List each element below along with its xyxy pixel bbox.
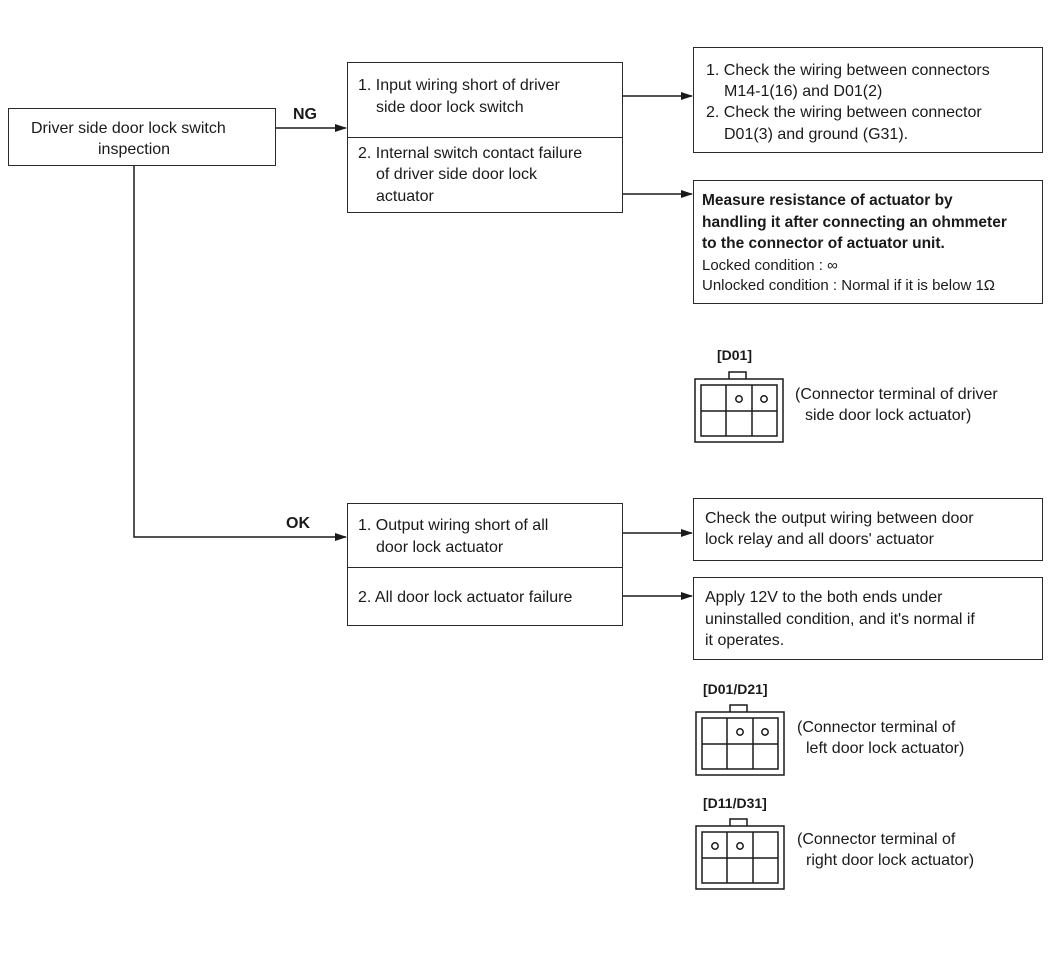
measure-line2: handling it after connecting an ohmmeter [702, 214, 1007, 231]
ok-check2-line2: uninstalled condition, and it's normal i… [705, 611, 975, 628]
ng-check2-line2: D01(3) and ground (G31). [724, 126, 909, 143]
ng-check1-line1: 1. Check the wiring between connectors [706, 62, 990, 79]
connector-d01-d21-desc-line1: (Connector terminal of [797, 719, 956, 736]
connector-d11-d31-desc-line1: (Connector terminal of [797, 831, 956, 848]
ok-wiring-check-box [693, 498, 1043, 561]
start-label-line1: Driver side door lock switch [31, 120, 226, 137]
measure-line4: Locked condition : ∞ [702, 257, 838, 274]
connector-d11-d31-label: [D11/D31] [703, 795, 767, 811]
measure-line1: Measure resistance of actuator by [702, 192, 953, 209]
ok-check2-line3: it operates. [705, 632, 785, 649]
measure-line5: Unlocked condition : Normal if it is bel… [702, 277, 996, 294]
connector-d01-desc-line2: side door lock actuator) [805, 407, 972, 424]
ng-cause1-line2: side door lock switch [376, 99, 524, 116]
connector-d01-label: [D01] [717, 347, 753, 363]
ok-cause2-line1: 2. All door lock actuator failure [358, 589, 573, 606]
ok-check2-line1: Apply 12V to the both ends under [705, 589, 943, 606]
connector-d01-d21-desc-line2: left door lock actuator) [806, 740, 965, 757]
connector-d01-desc-line1: (Connector terminal of driver [795, 386, 998, 403]
ng-causes-divider [348, 137, 622, 138]
ng-cause2-line2: of driver side door lock [376, 166, 537, 183]
start-inspection-box [8, 108, 276, 166]
ok-apply-12v-box [693, 577, 1043, 660]
ok-cause1-line2: door lock actuator [376, 539, 504, 556]
ok-check1-line1: Check the output wiring between door [705, 510, 974, 527]
ok-causes-box [347, 503, 623, 626]
ng-cause1-line1: 1. Input wiring short of driver [358, 77, 560, 94]
ok-cause1-line1: 1. Output wiring short of all [358, 517, 549, 534]
ng-label: NG [293, 106, 317, 123]
ng-cause2-line1: 2. Internal switch contact failure [358, 145, 583, 162]
ng-check1-line2: M14-1(16) and D01(2) [724, 83, 883, 100]
ng-causes-box [347, 62, 623, 213]
start-label-line2: inspection [98, 141, 171, 158]
measure-line3: to the connector of actuator unit. [702, 235, 945, 252]
ng-check2-line1: 2. Check the wiring between connector [706, 104, 982, 121]
ng-cause2-line3: actuator [376, 188, 434, 205]
connector-d01-d21-diagram [695, 704, 785, 776]
connector-d01-d21-label: [D01/D21] [703, 681, 768, 697]
ok-label: OK [286, 515, 310, 532]
ok-arrow [133, 166, 347, 541]
ok-check1-line2: lock relay and all doors' actuator [705, 531, 934, 548]
ng-wiring-check-box [693, 47, 1043, 153]
ok-causes-divider [348, 567, 622, 568]
connector-d01-diagram [694, 371, 784, 443]
connector-d11-d31-desc-line2: right door lock actuator) [806, 852, 975, 869]
connector-d11-d31-diagram [695, 818, 785, 890]
measure-resistance-box [693, 180, 1043, 304]
